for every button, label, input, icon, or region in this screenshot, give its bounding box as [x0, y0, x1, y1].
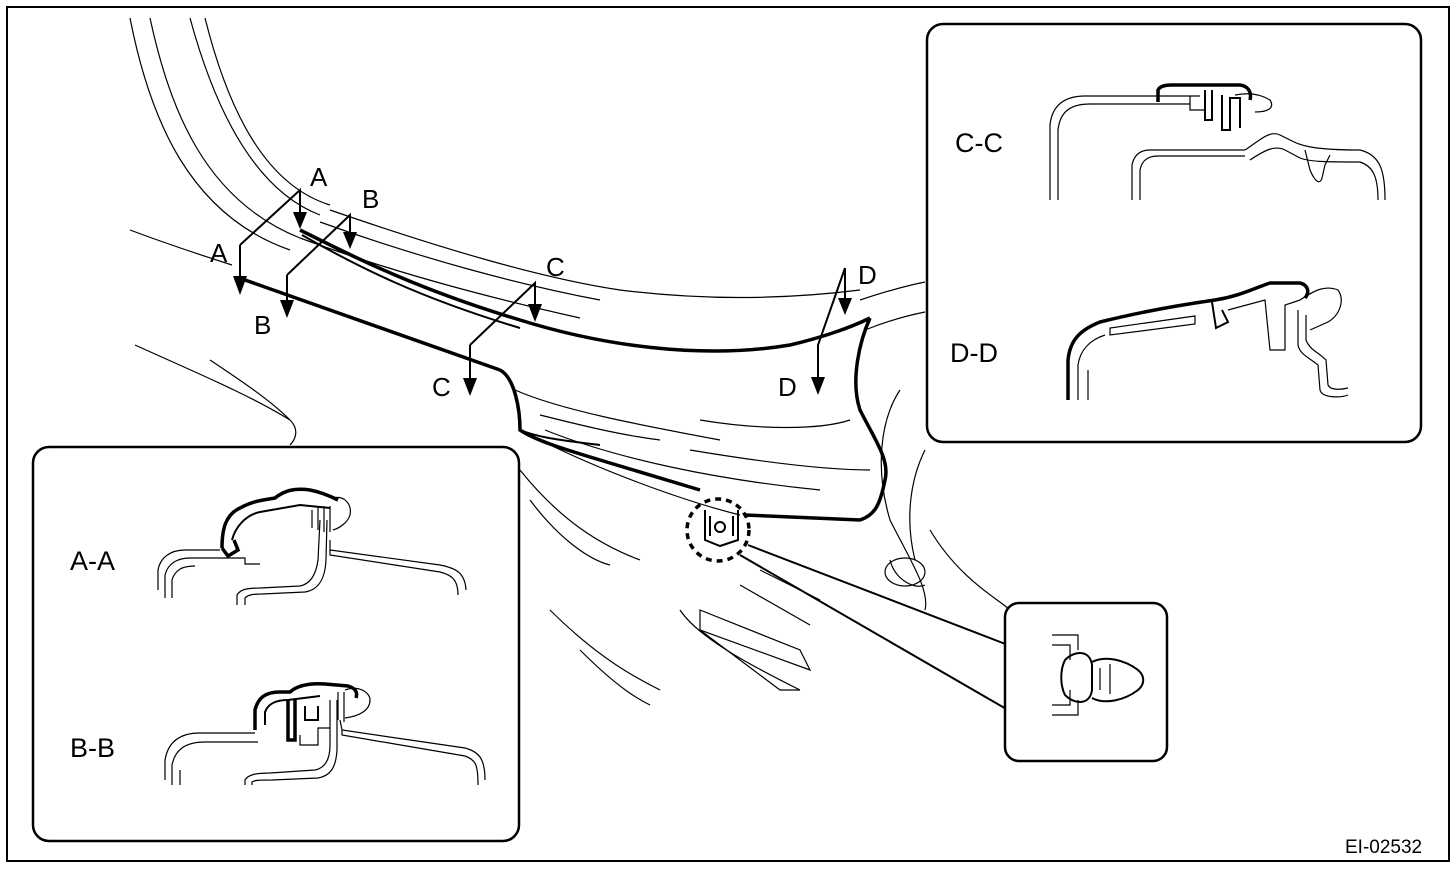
sill-trim-outline [244, 228, 888, 522]
section-b-top-label: B [362, 184, 379, 214]
section-b-bottom-label: B [254, 310, 271, 340]
clip-detail-inset [1003, 601, 1169, 763]
cc-section-label: C-C [955, 128, 1003, 158]
aa-bb-inset: A-A B-B [31, 445, 521, 843]
cc-dd-inset: C-C D-D [925, 22, 1423, 444]
section-a-bottom-label: A [210, 238, 228, 268]
section-c-top-label: C [546, 252, 565, 282]
figure-frame [6, 6, 1450, 862]
section-c-bottom-label: C [432, 372, 451, 402]
dd-section-label: D-D [950, 338, 998, 368]
aa-section-label: A-A [70, 546, 115, 576]
section-markers: A A B B C C D D [210, 162, 877, 402]
clip-location [685, 497, 1009, 711]
bb-section-label: B-B [70, 733, 115, 763]
section-d-top-label: D [858, 260, 877, 290]
section-d-bottom-label: D [778, 372, 797, 402]
section-a-top-label: A [310, 162, 328, 192]
figure-id-label: EI-02532 [1345, 837, 1422, 858]
